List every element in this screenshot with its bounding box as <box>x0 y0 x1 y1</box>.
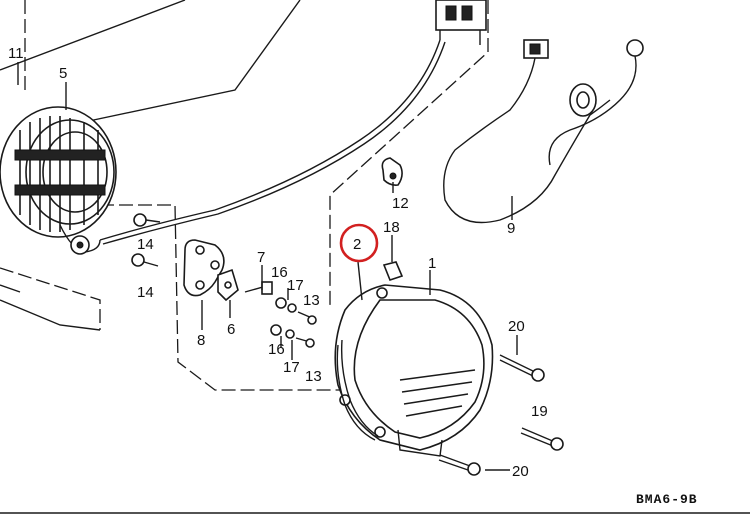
callout-14-lower: 14 <box>137 284 154 301</box>
callout-18: 18 <box>383 219 400 236</box>
terminal-plate <box>217 268 239 302</box>
harness-connector <box>435 0 487 45</box>
alternator-cover <box>334 284 494 457</box>
callout-11: 11 <box>8 45 24 62</box>
callout-6: 6 <box>227 321 235 338</box>
bolt-14-lower <box>131 253 159 267</box>
leader-lines <box>17 62 518 471</box>
callout-13-lower: 13 <box>305 368 322 385</box>
screw-set-lower <box>270 324 315 348</box>
callout-2: 2 <box>353 236 361 253</box>
sensor-wire <box>443 39 644 224</box>
bolt-20-upper <box>499 354 545 382</box>
callout-14-upper: 14 <box>137 236 154 253</box>
callout-17-upper: 17 <box>287 277 304 294</box>
callout-20-upper: 20 <box>508 318 525 335</box>
callout-19: 19 <box>531 403 548 420</box>
bolt-19 <box>520 427 564 451</box>
cover-gasket <box>336 339 379 441</box>
stator-wire <box>99 39 446 245</box>
bolt-14-upper <box>133 213 161 227</box>
screw-set-upper <box>244 281 317 325</box>
frame-lines <box>0 0 301 293</box>
callout-12: 12 <box>392 195 409 212</box>
callout-16-lower: 16 <box>268 341 285 358</box>
callout-13-upper: 13 <box>303 292 320 309</box>
callout-7: 7 <box>257 249 265 266</box>
callout-5: 5 <box>59 65 67 82</box>
stator-coil <box>0 106 117 255</box>
bolt-20-lower <box>438 454 481 476</box>
wire-clamp <box>381 157 403 186</box>
callout-9: 9 <box>507 220 515 237</box>
callout-16-upper: 16 <box>271 264 288 281</box>
assembly-outline <box>0 0 489 391</box>
callout-1: 1 <box>428 255 436 272</box>
callouts: 11 5 14 14 8 7 6 16 17 13 16 17 13 2 18 … <box>8 45 548 480</box>
callout-20-lower: 20 <box>512 463 529 480</box>
figure-code: BMA6-9B <box>636 492 698 507</box>
callout-17-lower: 17 <box>283 359 300 376</box>
callout-8: 8 <box>197 332 205 349</box>
dowel-pin <box>382 261 404 281</box>
highlight-circle <box>339 223 379 263</box>
